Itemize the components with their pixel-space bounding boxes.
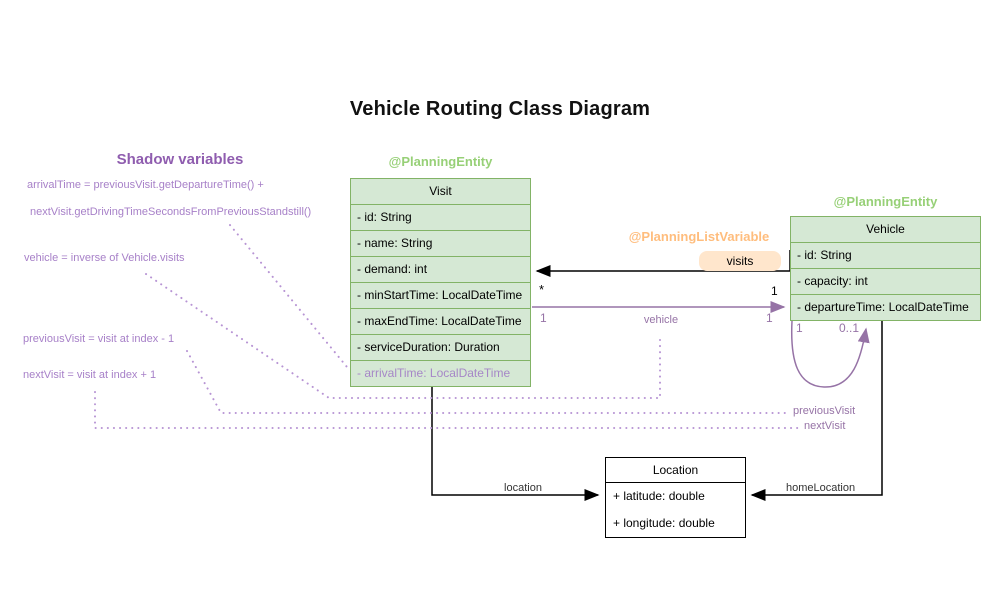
visit-field: - demand: int: [351, 257, 530, 283]
vehicle-field: - capacity: int: [791, 269, 980, 295]
chain-multiplicity-zero-one: 0..1: [839, 321, 860, 335]
vehicle-class: Vehicle - id: String - capacity: int - d…: [790, 216, 981, 321]
vehicle-assoc-multiplicity-right: 1: [766, 311, 773, 325]
location-class-name: Location: [606, 458, 745, 483]
chain-multiplicity-one: 1: [796, 321, 803, 335]
shadow-variables-heading: Shadow variables: [116, 151, 244, 168]
visits-label-badge: visits: [699, 251, 781, 271]
location-class: Location + latitude: double + longitude:…: [605, 457, 746, 538]
visit-field: - name: String: [351, 231, 530, 257]
visits-multiplicity-visit-end: *: [539, 282, 545, 297]
note-connector-nextvisit: [94, 391, 799, 429]
vehicle-field: - departureTime: LocalDateTime: [797, 300, 969, 314]
homelocation-assoc-label: homeLocation: [786, 482, 856, 494]
previousvisit-label: previousVisit: [793, 405, 856, 417]
visits-multiplicity-vehicle-end: 1: [771, 284, 778, 298]
visit-field: - serviceDuration: Duration: [351, 335, 530, 361]
visit-field: - id: String: [351, 205, 530, 231]
location-assoc-label: location: [504, 482, 542, 494]
visit-class: Visit - id: String - name: String - dema…: [350, 178, 531, 387]
visit-class-name: Visit: [351, 179, 530, 205]
shadow-note-arrivaltime-line2: nextVisit.getDrivingTimeSecondsFromPrevi…: [30, 206, 312, 218]
vehicle-assoc-multiplicity-left: 1: [540, 311, 547, 325]
vehicle-class-name: Vehicle: [791, 217, 980, 243]
shadow-note-arrivaltime-line1: arrivalTime = previousVisit.getDeparture…: [27, 179, 264, 191]
shadow-note-previousvisit: previousVisit = visit at index - 1: [23, 333, 175, 345]
visit-field: - minStartTime: LocalDateTime: [351, 283, 530, 309]
visit-field-arrivaltime: - arrivalTime: LocalDateTime: [357, 366, 511, 380]
shadow-note-vehicle: vehicle = inverse of Vehicle.visits: [24, 252, 185, 264]
visit-field: - maxEndTime: LocalDateTime: [351, 309, 530, 335]
vehicle-field: - id: String: [791, 243, 980, 269]
nextvisit-label: nextVisit: [804, 420, 846, 432]
note-connector-arrivaltime: [229, 224, 348, 368]
visit-planning-entity-annotation: @PlanningEntity: [388, 154, 493, 169]
shadow-note-nextvisit: nextVisit = visit at index + 1: [23, 369, 157, 381]
diagram-title: Vehicle Routing Class Diagram: [349, 98, 651, 120]
planning-list-variable-annotation: @PlanningListVariable: [628, 229, 770, 244]
location-field: + latitude: double: [613, 489, 705, 503]
vehicle-planning-entity-annotation: @PlanningEntity: [833, 194, 938, 209]
vehicle-assoc-label: vehicle: [643, 314, 679, 326]
location-association-arrow: [431, 386, 600, 501]
location-field: + longitude: double: [613, 516, 715, 530]
